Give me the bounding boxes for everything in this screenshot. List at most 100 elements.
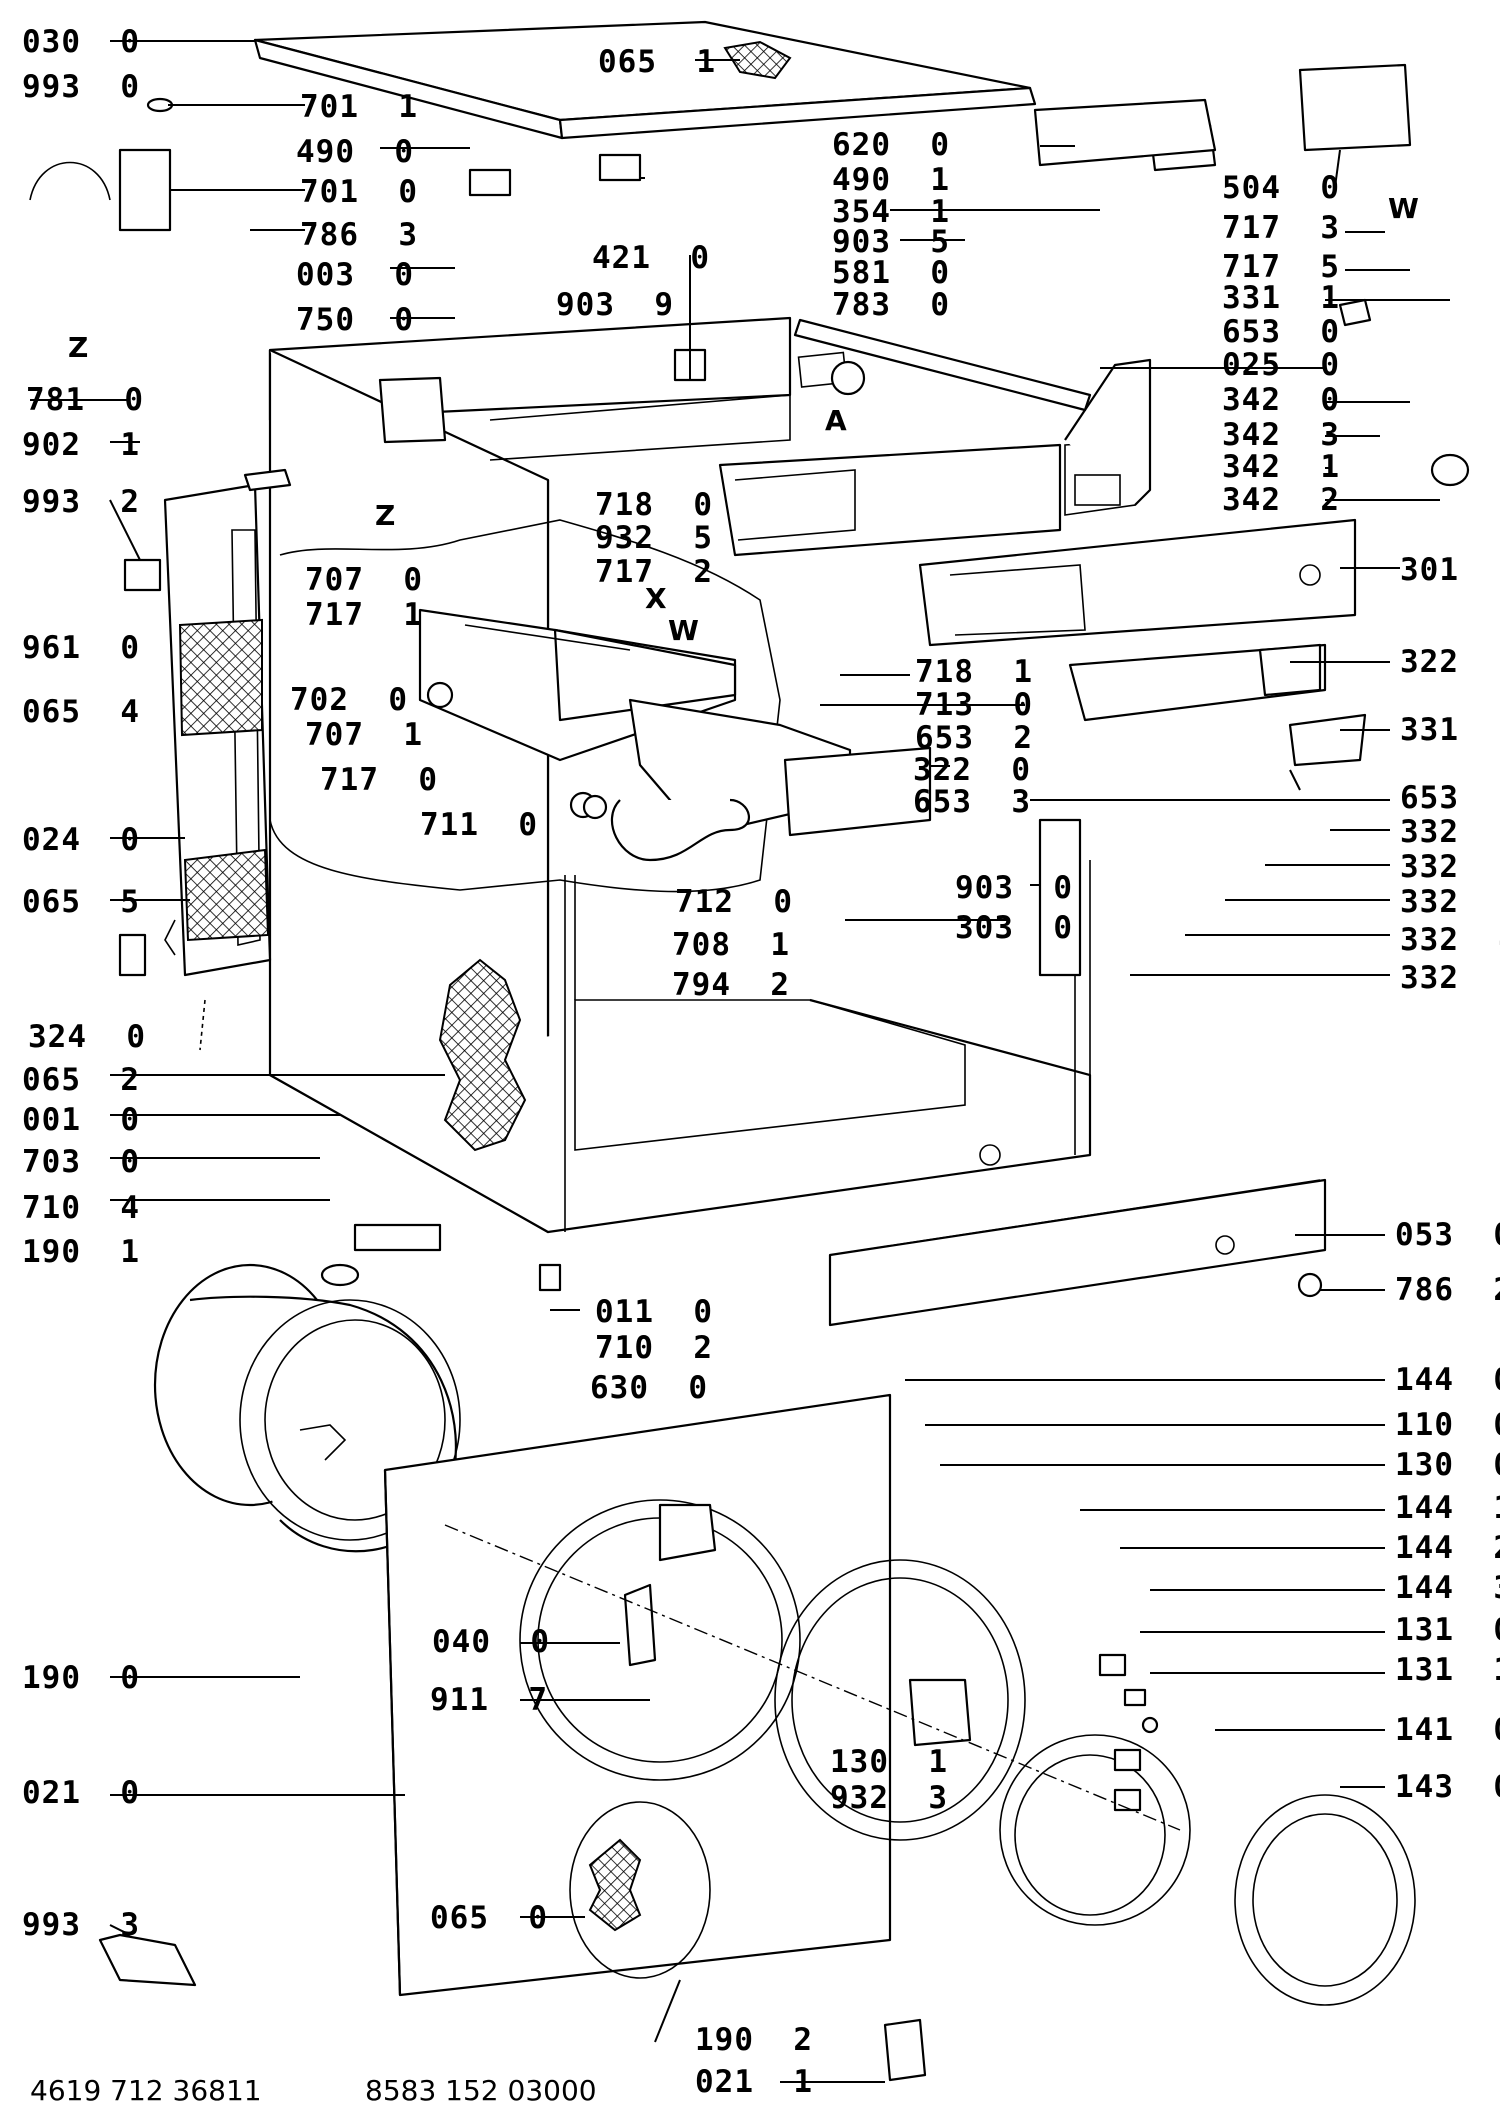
part-label-781-0: 781 0 <box>26 382 144 418</box>
part-label-130-1: 130 1 <box>830 1744 948 1780</box>
part-label-190-2: 190 2 <box>695 2022 813 2058</box>
part-label-701-0: 701 0 <box>300 174 418 210</box>
part-label-141-0: 141 0 <box>1395 1712 1500 1748</box>
part-label-024-0: 024 0 <box>22 822 140 858</box>
part-label-021-1: 021 1 <box>695 2064 813 2100</box>
door-assembly <box>774 1559 1416 2006</box>
part-label-144-0: 144 0 <box>1395 1362 1500 1398</box>
part-label-718-0: 718 0 <box>595 487 713 523</box>
small-parts <box>29 63 1470 2082</box>
front-panel <box>383 1393 892 1997</box>
part-label-011-0: 011 0 <box>595 1294 713 1330</box>
part-number-labels: 030 0 993 0 065 1 701 1 490 0 701 0 786 3 003 0… <box>22 24 1500 2100</box>
part-label-332-3: 332 3 <box>1400 884 1500 920</box>
part-label-065-2: 065 2 <box>22 1062 140 1098</box>
part-label-653-2: 653 2 <box>915 720 1033 756</box>
part-label-702-0: 702 0 <box>290 682 408 718</box>
part-label-993-3: 993 3 <box>22 1907 140 1943</box>
part-label-342-0: 342 0 <box>1222 382 1340 418</box>
part-label-581-0: 581 0 <box>832 255 950 291</box>
part-label-342-1: 342 1 <box>1222 449 1340 485</box>
part-label-331-1: 331 1 <box>1222 280 1340 316</box>
part-label-717-5: 717 5 <box>1222 249 1340 285</box>
part-label-717-1: 717 1 <box>305 597 423 633</box>
part-label-708-1: 708 1 <box>672 927 790 963</box>
part-label-717-2: 717 2 <box>595 554 713 590</box>
part-label-025-0: 025 0 <box>1222 347 1340 383</box>
leader-lines <box>30 40 1450 2083</box>
part-label-786-3: 786 3 <box>300 217 418 253</box>
ref-letter-x: X <box>645 582 667 615</box>
part-label-902-1: 902 1 <box>22 427 140 463</box>
part-label-053-0: 053 0 <box>1395 1217 1500 1253</box>
part-label-903-9: 903 9 <box>556 287 674 323</box>
part-label-993-2: 993 2 <box>22 484 140 520</box>
part-label-932-3: 932 3 <box>830 1780 948 1816</box>
part-label-021-0: 021 0 <box>22 1775 140 1811</box>
part-label-490-0: 490 0 <box>296 134 414 170</box>
guide-dots <box>199 999 206 1051</box>
part-label-630-0: 630 0 <box>590 1370 708 1406</box>
part-label-653-1: 653 1 <box>1400 780 1500 816</box>
part-label-718-1: 718 1 <box>915 654 1033 690</box>
part-label-322-0: 322 0 <box>1400 644 1500 680</box>
part-label-030-0: 030 0 <box>22 24 140 60</box>
part-label-750-0: 750 0 <box>296 302 414 338</box>
part-label-065-1: 065 1 <box>598 44 716 80</box>
control-panel <box>718 358 1357 722</box>
part-label-144-2: 144 2 <box>1395 1530 1500 1566</box>
part-label-354-1: 354 1 <box>832 194 950 230</box>
part-label-144-3: 144 3 <box>1395 1570 1500 1606</box>
part-label-110-0: 110 0 <box>1395 1407 1500 1443</box>
part-label-143-0: 143 0 <box>1395 1769 1500 1805</box>
part-label-131-1: 131 1 <box>1395 1652 1500 1688</box>
part-label-707-1: 707 1 <box>305 717 423 753</box>
hoses <box>582 794 750 862</box>
part-label-653-0: 653 0 <box>1222 314 1340 350</box>
part-label-703-0: 703 0 <box>22 1144 140 1180</box>
footer-drawing-number: 4619 712 36811 <box>30 2074 262 2107</box>
ref-letter-z: Z <box>68 331 88 364</box>
ref-letter-a: A <box>825 404 847 437</box>
part-label-065-4: 065 4 <box>22 694 140 730</box>
part-label-303-0: 303 0 <box>955 910 1073 946</box>
part-label-331-0: 331 0 <box>1400 712 1500 748</box>
part-label-190-1: 190 1 <box>22 1234 140 1270</box>
part-label-653-3: 653 3 <box>913 784 1031 820</box>
part-label-332-1: 332 1 <box>1400 814 1500 850</box>
part-label-711-0: 711 0 <box>420 807 538 843</box>
ref-letter-w: W <box>668 614 699 647</box>
part-label-786-2: 786 2 <box>1395 1272 1500 1308</box>
part-label-701-1: 701 1 <box>300 89 418 125</box>
part-label-324-0: 324 0 <box>28 1019 146 1055</box>
part-label-342-2: 342 2 <box>1222 482 1340 518</box>
part-label-710-2: 710 2 <box>595 1330 713 1366</box>
part-label-993-0: 993 0 <box>22 69 140 105</box>
top-cover <box>253 20 1037 140</box>
part-label-130-0: 130 0 <box>1395 1447 1500 1483</box>
part-label-065-0: 065 0 <box>430 1900 548 1936</box>
part-label-911-7: 911 7 <box>430 1682 548 1718</box>
part-label-717-3: 717 3 <box>1222 210 1340 246</box>
part-label-322-0: 322 0 <box>913 752 1031 788</box>
part-label-332-4: 332 4 <box>1400 922 1500 958</box>
part-label-712-0: 712 0 <box>675 884 793 920</box>
part-label-144-1: 144 1 <box>1395 1490 1500 1526</box>
part-label-490-1: 490 1 <box>832 162 950 198</box>
part-label-783-0: 783 0 <box>832 287 950 323</box>
part-label-065-5: 065 5 <box>22 884 140 920</box>
part-label-301-0: 301 0 <box>1400 552 1500 588</box>
side-panel <box>163 483 272 977</box>
part-label-003-0: 003 0 <box>296 257 414 293</box>
part-label-504-0: 504 0 <box>1222 170 1340 206</box>
ref-letter-w: W <box>1388 192 1419 225</box>
part-label-903-0: 903 0 <box>955 870 1073 906</box>
part-label-332-2: 332 2 <box>1400 849 1500 885</box>
part-label-932-5: 932 5 <box>595 520 713 556</box>
ref-letter-z: Z <box>375 499 395 532</box>
part-label-190-0: 190 0 <box>22 1660 140 1696</box>
part-label-131-0: 131 0 <box>1395 1612 1500 1648</box>
kickplate <box>828 1178 1327 1327</box>
